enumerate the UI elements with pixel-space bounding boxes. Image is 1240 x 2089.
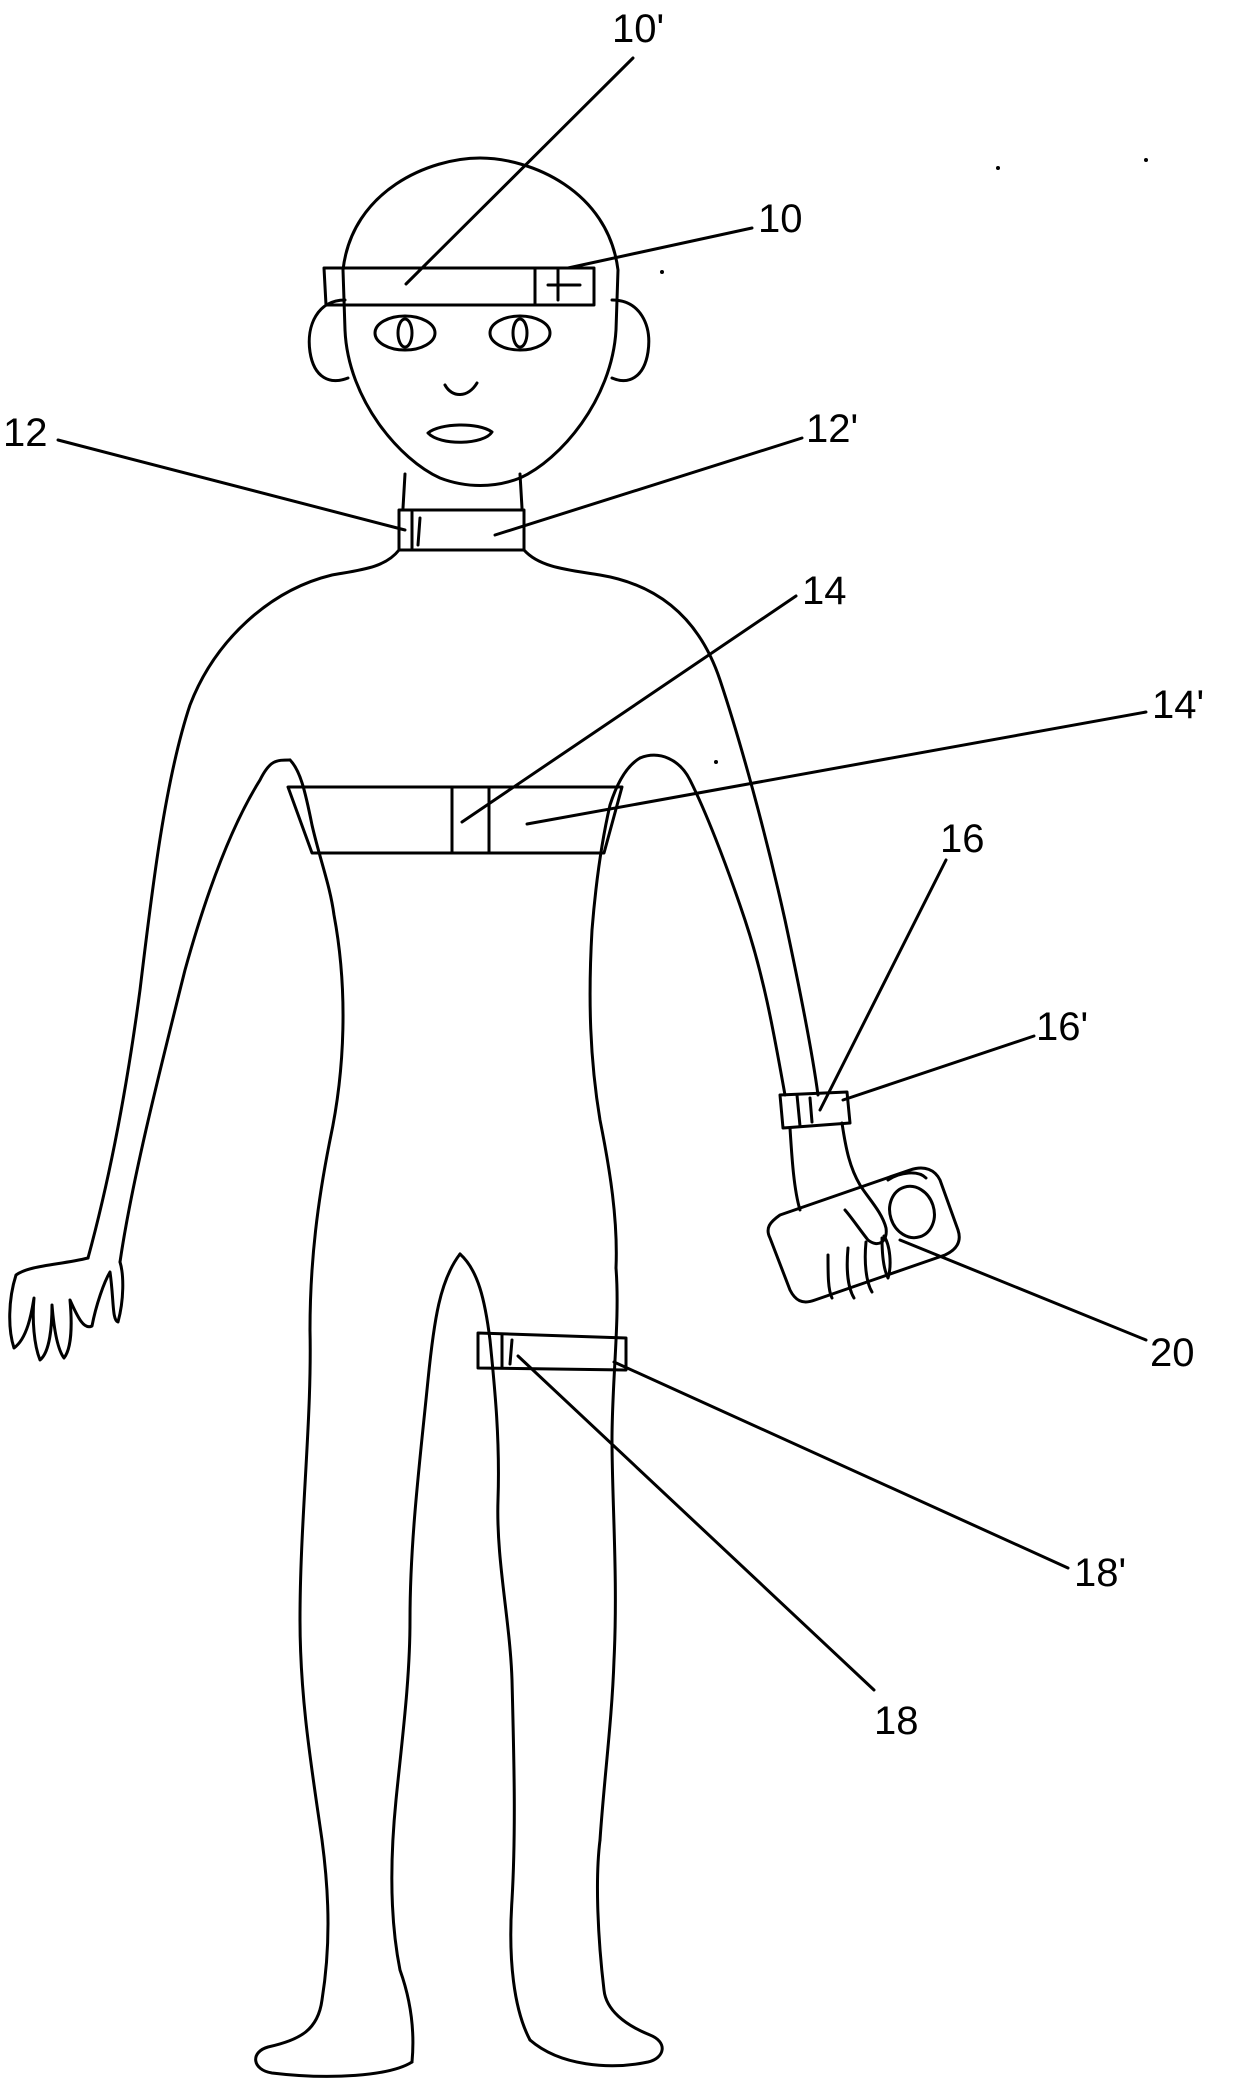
- left-hand: [10, 1258, 123, 1360]
- label-10: 10: [758, 197, 803, 241]
- label-18: 18: [874, 1699, 919, 1743]
- headband-sensor: [324, 268, 594, 305]
- label-18-prime: 18': [1074, 1551, 1126, 1595]
- right-hand: [790, 1123, 890, 1298]
- nose: [445, 383, 477, 395]
- label-16: 16: [940, 817, 985, 861]
- label-12-prime: 12': [806, 407, 858, 451]
- label-12: 12: [3, 411, 48, 455]
- wrist-buckle-mark: [810, 1098, 812, 1122]
- left-arm-inner: [120, 760, 290, 1262]
- left-pupil: [398, 319, 412, 347]
- right-pupil: [513, 319, 527, 347]
- right-torso: [590, 758, 640, 1268]
- leader-12p: [495, 438, 802, 535]
- leader-18: [518, 1356, 874, 1690]
- label-16-prime: 16': [1036, 1005, 1088, 1049]
- right-leg-inner: [460, 1254, 530, 2040]
- left-eye: [375, 316, 435, 350]
- label-14-prime: 14': [1152, 683, 1204, 727]
- leader-18p: [614, 1362, 1068, 1568]
- wrist-band-sensor: [780, 1092, 850, 1128]
- left-ear: [309, 300, 348, 381]
- label-20: 20: [1150, 1331, 1195, 1375]
- stray-dot: [660, 270, 664, 274]
- wrist-buckle-edge: [797, 1095, 800, 1126]
- leader-16p: [843, 1036, 1034, 1100]
- leader-10p: [406, 58, 633, 284]
- stray-dot: [996, 166, 1000, 170]
- label-10-prime: 10': [612, 7, 664, 51]
- leader-10: [568, 228, 752, 268]
- body: [10, 550, 818, 2076]
- chest-strap-sensor: [288, 787, 622, 853]
- reference-labels: 10' 10 12 12' 14 14' 16 16' 20 18' 18: [3, 7, 1204, 1743]
- thigh-band: [478, 1333, 626, 1370]
- right-arm-inner: [640, 755, 785, 1095]
- left-torso: [290, 760, 343, 1330]
- neck-right: [520, 474, 522, 508]
- collar-buckle-mark: [418, 518, 420, 545]
- left-leg-inner: [392, 1254, 460, 2062]
- leader-20: [900, 1240, 1146, 1340]
- right-hand-thumb: [842, 1123, 886, 1244]
- leader-14p: [527, 712, 1146, 824]
- neck-left: [403, 474, 405, 508]
- head: [309, 158, 649, 486]
- chest-strap: [288, 787, 622, 853]
- right-eye: [490, 316, 550, 350]
- left-arm-outer: [88, 550, 399, 1258]
- right-arm-outer: [524, 550, 818, 1095]
- leader-lines: [58, 58, 1146, 1690]
- thigh-band-sensor: [478, 1333, 626, 1370]
- stray-dot: [714, 760, 718, 764]
- label-14: 14: [802, 569, 847, 613]
- device-edge: [888, 1173, 926, 1180]
- mouth: [428, 425, 492, 442]
- leader-14: [462, 596, 796, 822]
- device-screen: [883, 1180, 941, 1243]
- right-foot: [530, 1840, 662, 2066]
- leader-12: [58, 440, 405, 530]
- wrist-band: [780, 1092, 850, 1128]
- right-leg-outer: [600, 1268, 617, 1840]
- right-hand-back: [790, 1128, 800, 1210]
- thigh-buckle-mark: [510, 1340, 512, 1364]
- right-hand-fingers: [828, 1236, 890, 1298]
- stray-dot: [1144, 158, 1148, 162]
- left-leg-outer: [256, 1330, 412, 2076]
